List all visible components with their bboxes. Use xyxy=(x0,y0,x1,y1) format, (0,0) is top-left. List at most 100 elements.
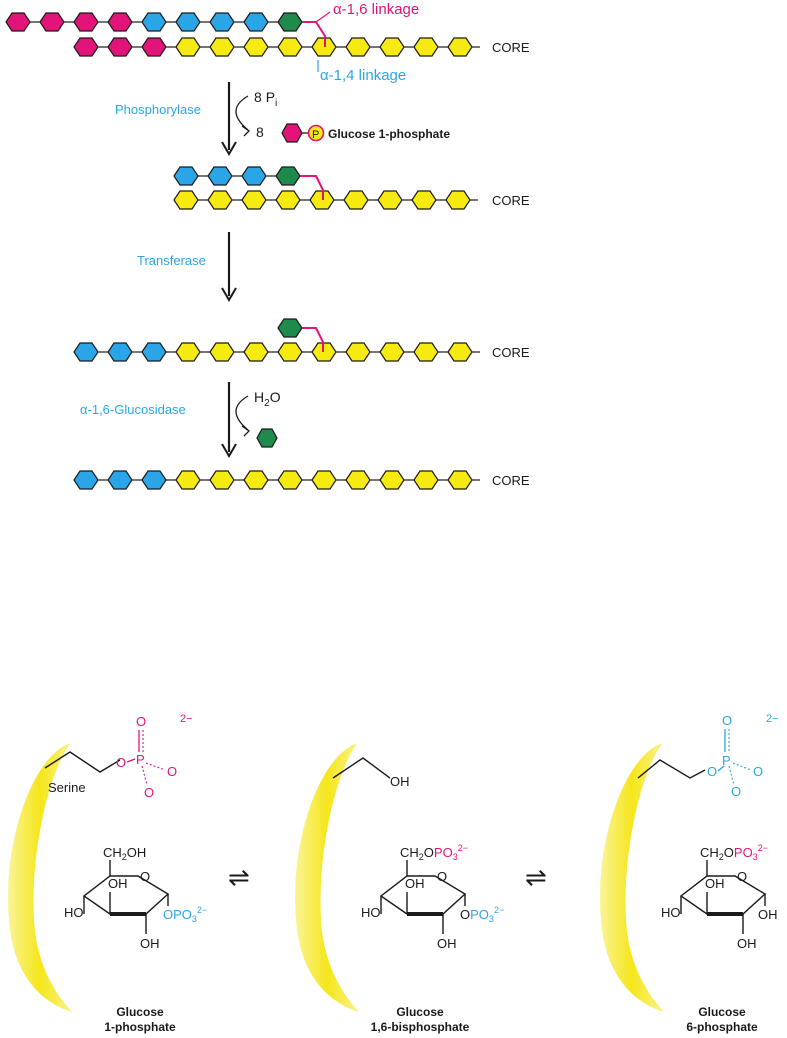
chain1-main-glucose-5 xyxy=(243,37,269,57)
alpha-16-linkage-label: α-1,6 linkage xyxy=(333,1,419,18)
chain4-main-glucose-3 xyxy=(175,470,201,490)
glucosidase-arrowhead xyxy=(221,443,237,458)
phosphorylase-side-arrow xyxy=(235,95,249,131)
chain1-branch-glucose-4 xyxy=(141,12,167,32)
chain1-branch-glucose-0 xyxy=(5,12,31,32)
chain1-main-glucose-4 xyxy=(209,37,235,57)
p-o-bottom-3: O xyxy=(731,784,741,799)
chain1-main-glucose-0 xyxy=(73,37,99,57)
chain4-main-glucose-7 xyxy=(311,470,337,490)
glucose-6-phosphate-structure: CH2OPO32− O HO OH OH OH xyxy=(661,843,778,951)
charge-1: 2− xyxy=(180,713,193,725)
phosphate-p-symbol: P xyxy=(312,129,319,141)
oh-c2-2: OH xyxy=(437,936,457,951)
released-glucose-hexagon xyxy=(256,428,278,448)
chain3-main-glucose-9 xyxy=(379,342,405,362)
chain3-main-glucose-1 xyxy=(107,342,133,362)
chain1-branch-glucose-8 xyxy=(277,12,303,32)
alpha-16-linkage-connector xyxy=(303,21,326,47)
ring-o-2: O xyxy=(437,869,447,884)
chain2-linkage xyxy=(300,175,324,200)
chain3-main-glucose-5 xyxy=(243,342,269,362)
chain1-branch-glucose-6 xyxy=(209,12,235,32)
chain4-main-glucose-5 xyxy=(243,470,269,490)
chain2-branch-glucose-2 xyxy=(241,166,267,186)
ring-o-1: O xyxy=(140,869,150,884)
chain2-main-glucose-0 xyxy=(173,190,199,210)
phosphorylase-arrowhead xyxy=(221,141,237,156)
chain1-main-glucose-10 xyxy=(413,37,439,57)
ho-2: HO xyxy=(361,905,381,920)
chain2-main-glucose-3 xyxy=(275,190,301,210)
chain4-main-glucose-8 xyxy=(345,470,371,490)
enzyme-shape-1 xyxy=(8,744,72,1012)
glucose1p-count: 8 xyxy=(256,124,264,140)
chain4-main-glucose-6 xyxy=(277,470,303,490)
compound-label-2-line1: Glucose xyxy=(396,1005,444,1019)
chain1-main-glucose-1 xyxy=(107,37,133,57)
chain1-main-glucose-3 xyxy=(175,37,201,57)
compound-label-3-line1: Glucose xyxy=(698,1005,746,1019)
phosphorus-3: P xyxy=(722,753,731,768)
chain1-main-glucose-9 xyxy=(379,37,405,57)
chain4-main-glucose-9 xyxy=(379,470,405,490)
oh-c2-3: OH xyxy=(737,936,757,951)
chain3-main-glucose-11 xyxy=(447,342,473,362)
glucosidase-label: α-1,6-Glucosidase xyxy=(80,402,186,417)
ch2o-2: CH2OPO32− xyxy=(400,843,468,862)
compound-label-3-line2: 6-phosphate xyxy=(686,1020,758,1034)
phosphate-count: 8 Pi xyxy=(254,89,277,109)
chain3-linkage xyxy=(302,327,324,352)
chain3-main-glucose-10 xyxy=(413,342,439,362)
compound-label-1-line1: Glucose xyxy=(116,1005,164,1019)
c1-oh-3: OH xyxy=(758,907,778,922)
chain4-main-glucose-0 xyxy=(73,470,99,490)
chain2-main-glucose-6 xyxy=(377,190,403,210)
chain2-main-glucose-7 xyxy=(411,190,437,210)
serine-label: Serine xyxy=(48,780,86,795)
chain4-main-glucose-1 xyxy=(107,470,133,490)
chain3-main-glucose-3 xyxy=(175,342,201,362)
chain1-main-glucose-2 xyxy=(141,37,167,57)
released-glucose1p-icon: P xyxy=(281,123,325,143)
chain3-main-glucose-4 xyxy=(209,342,235,362)
chain3-main-glucose-2 xyxy=(141,342,167,362)
ch2oh-1: CH2OH xyxy=(103,845,146,862)
chain2-branch-glucose-0 xyxy=(173,166,199,186)
ch2o-3: CH2OPO32− xyxy=(700,843,768,862)
equilibrium-arrow-2: ⇌ xyxy=(525,862,547,892)
alpha-14-linkage-label: α-1,4 linkage xyxy=(320,67,406,84)
chain3-main-glucose-0 xyxy=(73,342,99,362)
c1-phosphate-2: OPO32− xyxy=(460,905,504,924)
serine-phosphate-3: O P O O O 2− xyxy=(637,713,779,799)
chain4-main-glucose-10 xyxy=(413,470,439,490)
chain2-main-glucose-2 xyxy=(241,190,267,210)
serine-hydroxyl-2: OH xyxy=(332,757,410,789)
serine-oh-2: OH xyxy=(390,774,410,789)
core-label-4: CORE xyxy=(492,473,530,488)
water-label: H2O xyxy=(254,389,281,409)
oh-c3-1: OH xyxy=(108,876,128,891)
chain1-branch-glucose-7 xyxy=(243,12,269,32)
serine-o-3: O xyxy=(707,764,717,779)
oh-c3-2: OH xyxy=(405,876,425,891)
chain3-main-glucose-6 xyxy=(277,342,303,362)
p-o-right-3: O xyxy=(753,764,763,779)
p-o-top-1: O xyxy=(136,714,146,729)
core-label-3: CORE xyxy=(492,345,530,360)
p-o-bottom-1: O xyxy=(144,785,154,800)
chain3-branch-glucose-0 xyxy=(277,318,303,338)
chain2-main-glucose-1 xyxy=(207,190,233,210)
chain2-branch-glucose-3 xyxy=(275,166,301,186)
chain1-branch-glucose-3 xyxy=(107,12,133,32)
c1-phosphate-1: OPO32− xyxy=(163,905,207,924)
phosphorylase-side-arrowhead xyxy=(241,125,251,137)
oh-c3-3: OH xyxy=(705,876,725,891)
serine-o-1: O xyxy=(116,755,126,770)
compound-label-2-line2: 1,6-bisphosphate xyxy=(371,1020,470,1034)
glucose1p-label: Glucose 1-phosphate xyxy=(328,127,450,141)
chain1-main-glucose-11 xyxy=(447,37,473,57)
glucose-16-bisphosphate-structure: CH2OPO32− O HO OH OH OPO32− xyxy=(361,843,504,951)
phosphorylase-label: Phosphorylase xyxy=(115,102,201,117)
chain2-branch-glucose-1 xyxy=(207,166,233,186)
